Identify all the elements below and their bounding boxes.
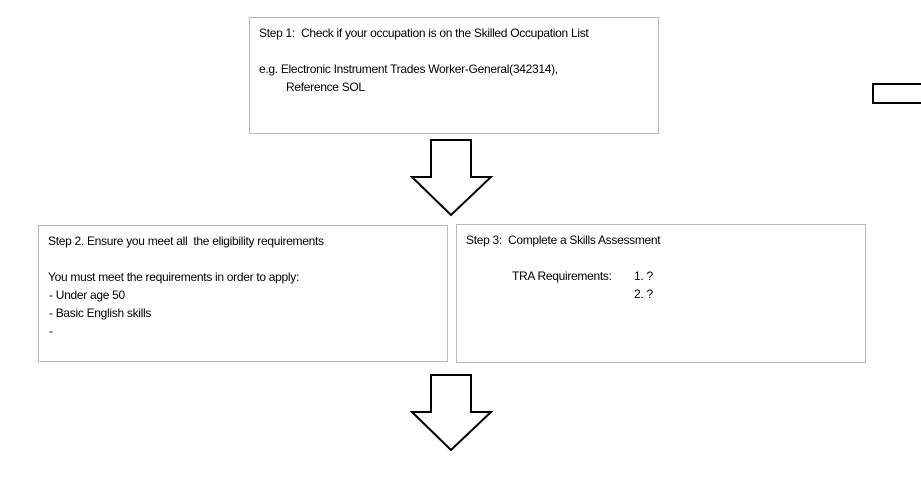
step2-item: - Under age 50 bbox=[49, 288, 125, 302]
step1-reference: Reference SOL bbox=[286, 80, 365, 94]
step1-title: Step 1: Check if your occupation is on t… bbox=[259, 26, 589, 40]
step3-item: 2. ? bbox=[634, 287, 653, 301]
step3-title: Step 3: Complete a Skills Assessment bbox=[466, 233, 661, 247]
step3-box: Step 3: Complete a Skills Assessment TRA… bbox=[456, 224, 866, 363]
step2-box: Step 2. Ensure you meet all the eligibil… bbox=[38, 225, 448, 362]
step2-title: Step 2. Ensure you meet all the eligibil… bbox=[48, 234, 324, 248]
down-arrow-icon bbox=[410, 374, 494, 452]
step2-item: - bbox=[49, 324, 53, 338]
down-arrow-icon bbox=[410, 139, 494, 217]
partial-box bbox=[872, 83, 921, 104]
step1-example: e.g. Electronic Instrument Trades Worker… bbox=[259, 62, 558, 76]
step2-intro: You must meet the requirements in order … bbox=[48, 270, 299, 284]
step1-box: Step 1: Check if your occupation is on t… bbox=[249, 17, 659, 134]
step3-item: 1. ? bbox=[634, 269, 653, 283]
step2-item: - Basic English skills bbox=[49, 306, 152, 320]
step3-label: TRA Requirements: bbox=[512, 269, 612, 283]
